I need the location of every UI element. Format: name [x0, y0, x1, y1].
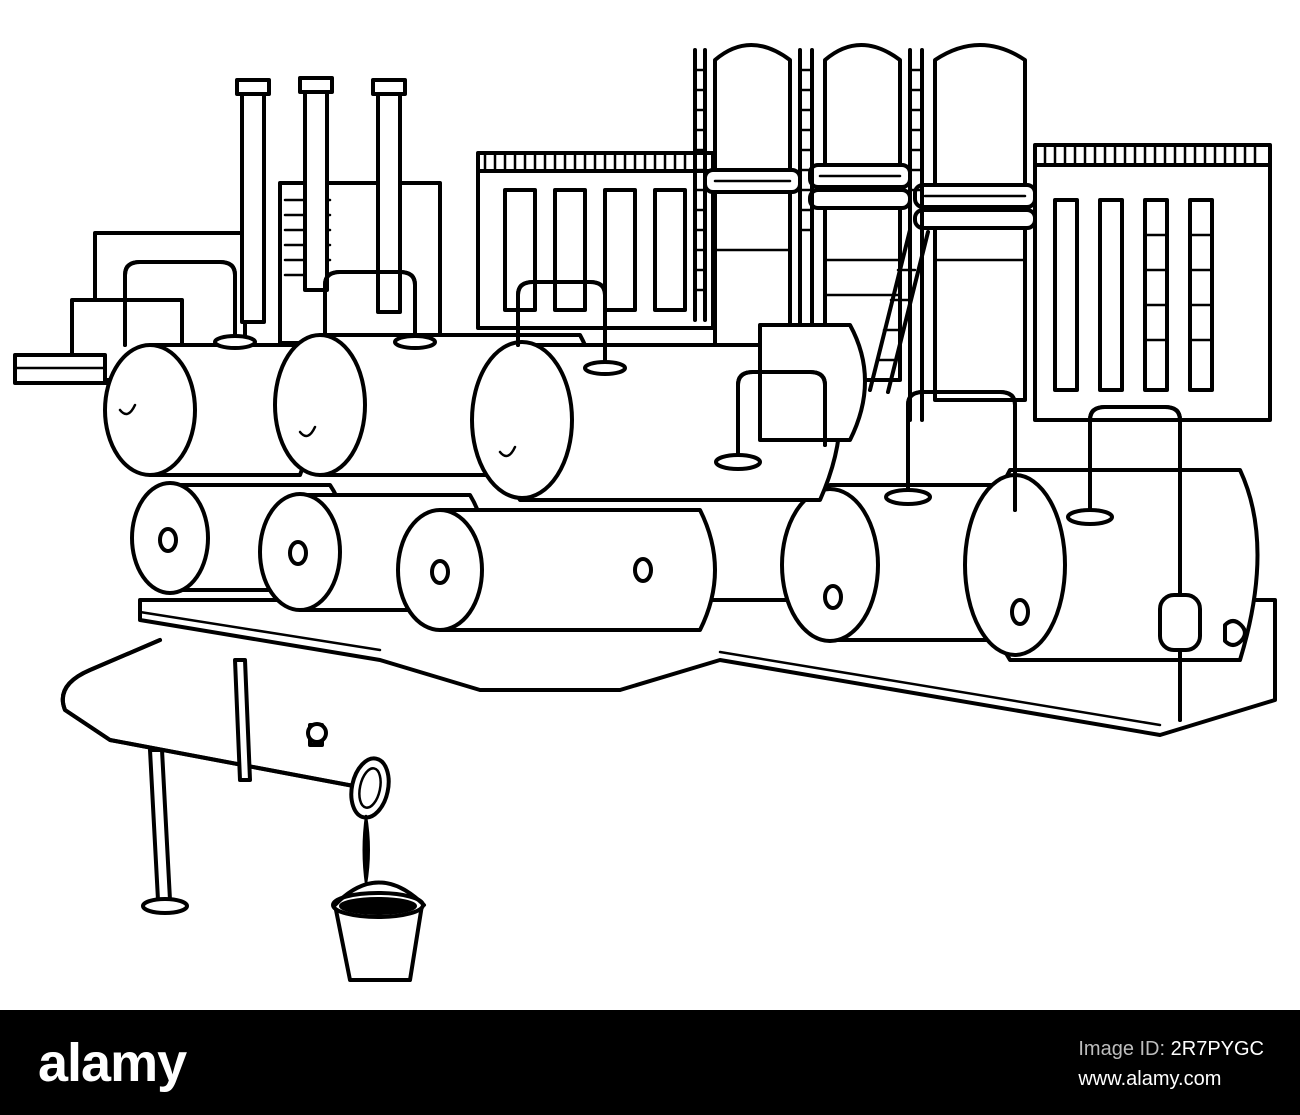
image-meta: Image ID: 2R7PYGC www.alamy.com	[1078, 1034, 1264, 1094]
image-id-label: Image ID:	[1078, 1038, 1166, 1060]
upper-tanks	[103, 323, 867, 502]
outflow-pipe	[60, 638, 391, 915]
bucket-icon	[331, 814, 426, 982]
smokestacks	[235, 76, 407, 324]
stock-footer-bar: alamy Image ID: 2R7PYGC www.alamy.com	[0, 1010, 1300, 1115]
brand-name: alamy	[38, 1033, 187, 1093]
site-link[interactable]: www.alamy.com	[1078, 1068, 1222, 1090]
image-id: 2R7PYGC	[1170, 1038, 1264, 1060]
brand-logo[interactable]: alamy	[38, 1032, 187, 1094]
tank-pipes	[123, 260, 1247, 722]
right-building	[1033, 143, 1272, 422]
center-building	[476, 151, 715, 330]
refinery-illustration	[13, 43, 1277, 982]
distillation-towers	[693, 43, 1037, 422]
